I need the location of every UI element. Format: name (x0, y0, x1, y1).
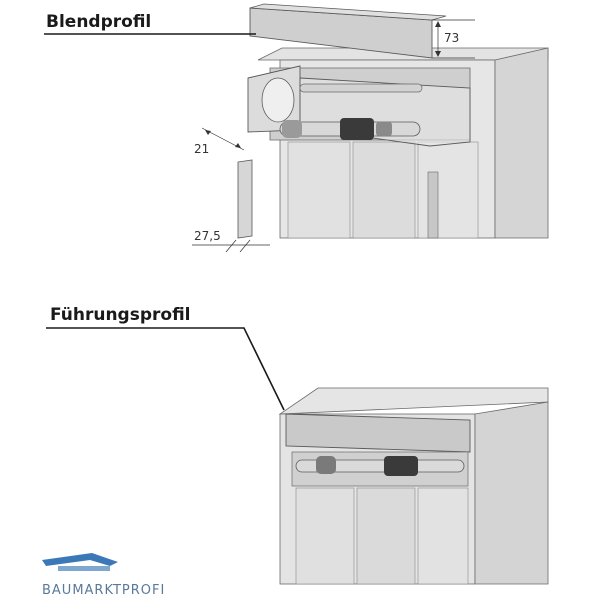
dim-27-5-text: 27,5 (194, 229, 221, 243)
logo-text: BAUMARKTPROFI (42, 583, 165, 598)
blendprofil-part-top (249, 3, 447, 21)
dim-73-text: 73 (444, 31, 459, 45)
bottom-door-right (417, 487, 469, 585)
top-door-left (287, 141, 351, 239)
fuehrungsprofil-part (285, 413, 471, 453)
top-assembly: 73 21 27,5 Blendprofil (44, 3, 549, 253)
bottom-roller-spring (384, 456, 418, 476)
top-door-right (352, 141, 416, 239)
bottom-cabinet-side (474, 401, 549, 585)
top-roller-endcap (261, 77, 295, 123)
bottom-door-left (295, 487, 355, 585)
profile-cross-section (237, 159, 253, 239)
dim-21-arrow-b (235, 143, 241, 148)
logo-roof-icon (42, 553, 118, 566)
top-guide-rail (427, 171, 439, 239)
bottom-roller-tube (295, 459, 465, 473)
dim-27-5-tick-a (225, 239, 237, 253)
label-fuehrungsprofil: Führungsprofil (50, 305, 191, 325)
dim-73-arrow-up (435, 21, 441, 27)
dim-27-5-tick-b (239, 239, 251, 253)
dim-21-arrow-a (205, 130, 211, 135)
leader-fuehrungsprofil (46, 327, 285, 411)
top-roller-cap-left (282, 120, 302, 138)
logo-bar-icon (58, 566, 110, 571)
dim-73-arrow-down (435, 51, 441, 57)
bottom-roller-cap (316, 456, 336, 474)
label-blendprofil: Blendprofil (46, 12, 151, 32)
dim-21-text: 21 (194, 142, 209, 156)
bottom-assembly: Führungsprofil (46, 305, 549, 585)
bottom-door-mid (356, 487, 416, 585)
top-upper-rod (299, 83, 423, 93)
top-roller-coupling (376, 122, 392, 136)
top-roller-spring (340, 118, 374, 140)
baumarktprofi-logo: BAUMARKTPROFI (42, 553, 165, 598)
top-cabinet-side (494, 47, 549, 239)
top-door-far (417, 141, 479, 239)
